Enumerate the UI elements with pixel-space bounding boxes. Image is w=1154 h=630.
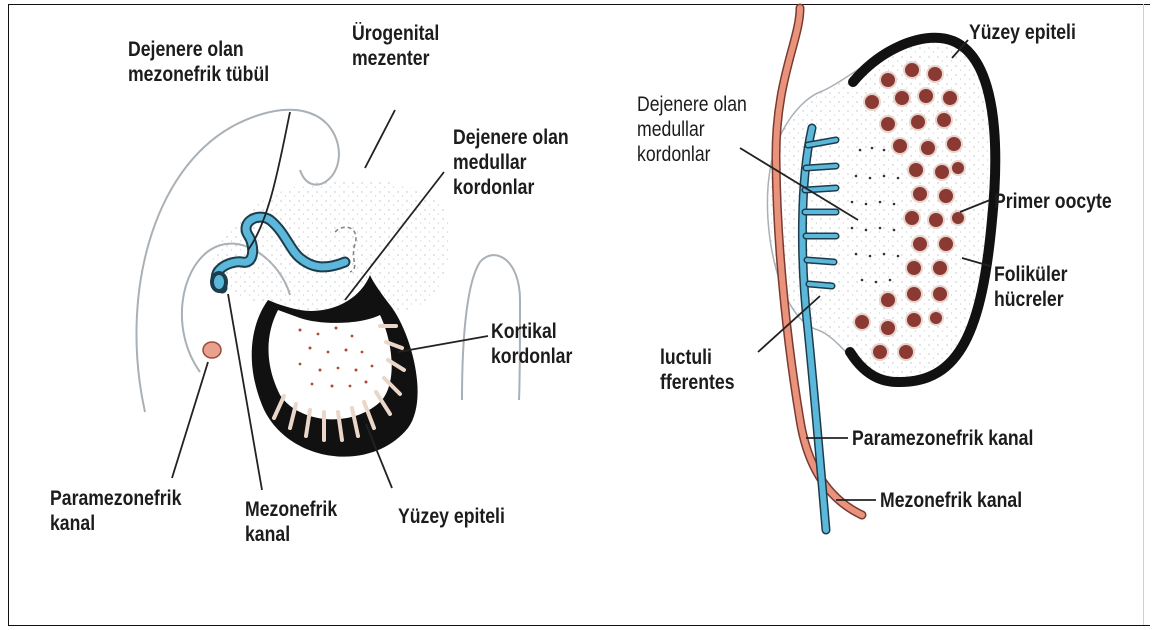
label-right-degenerating-medullary-cords: Dejenere olan medullar kordonlar [637, 92, 747, 167]
label-right-paramesonephric-duct: Paramezonefrik kanal [852, 426, 1033, 451]
mesenchyme-area [210, 178, 451, 319]
label-left-degenerating-medullary-cords: Dejenere olan medullar kordonlar [453, 125, 569, 200]
label-left-paramesonephric-duct: Paramezonefrik kanal [50, 486, 181, 536]
label-primary-oocyte: Primer oocyte [994, 189, 1112, 214]
label-right-surface-epithelium: Yüzey epiteli [969, 20, 1076, 45]
left-gonad-core [268, 310, 391, 419]
label-left-surface-epithelium: Yüzey epiteli [398, 504, 505, 529]
label-degenerating-mesonephric-tubule: Dejenere olan mezonefrik tübül [128, 37, 269, 87]
label-ductuli-efferentes: luctuli fferentes [660, 345, 735, 395]
right-panel-drawing [740, 8, 995, 530]
paramesonephric-duct-section [203, 342, 221, 358]
label-right-mesonephric-duct: Mezonefrik kanal [880, 488, 1022, 513]
label-left-mesonephric-duct: Mezonefrik kanal [245, 497, 337, 547]
label-urogenital-mesentery: Ürogenital mezenter [352, 21, 439, 71]
mesonephric-duct-lumen [214, 275, 224, 289]
label-cortical-cords: Kortikal kordonlar [491, 319, 572, 369]
label-follicular-cells: Foliküler hücreler [994, 262, 1068, 312]
